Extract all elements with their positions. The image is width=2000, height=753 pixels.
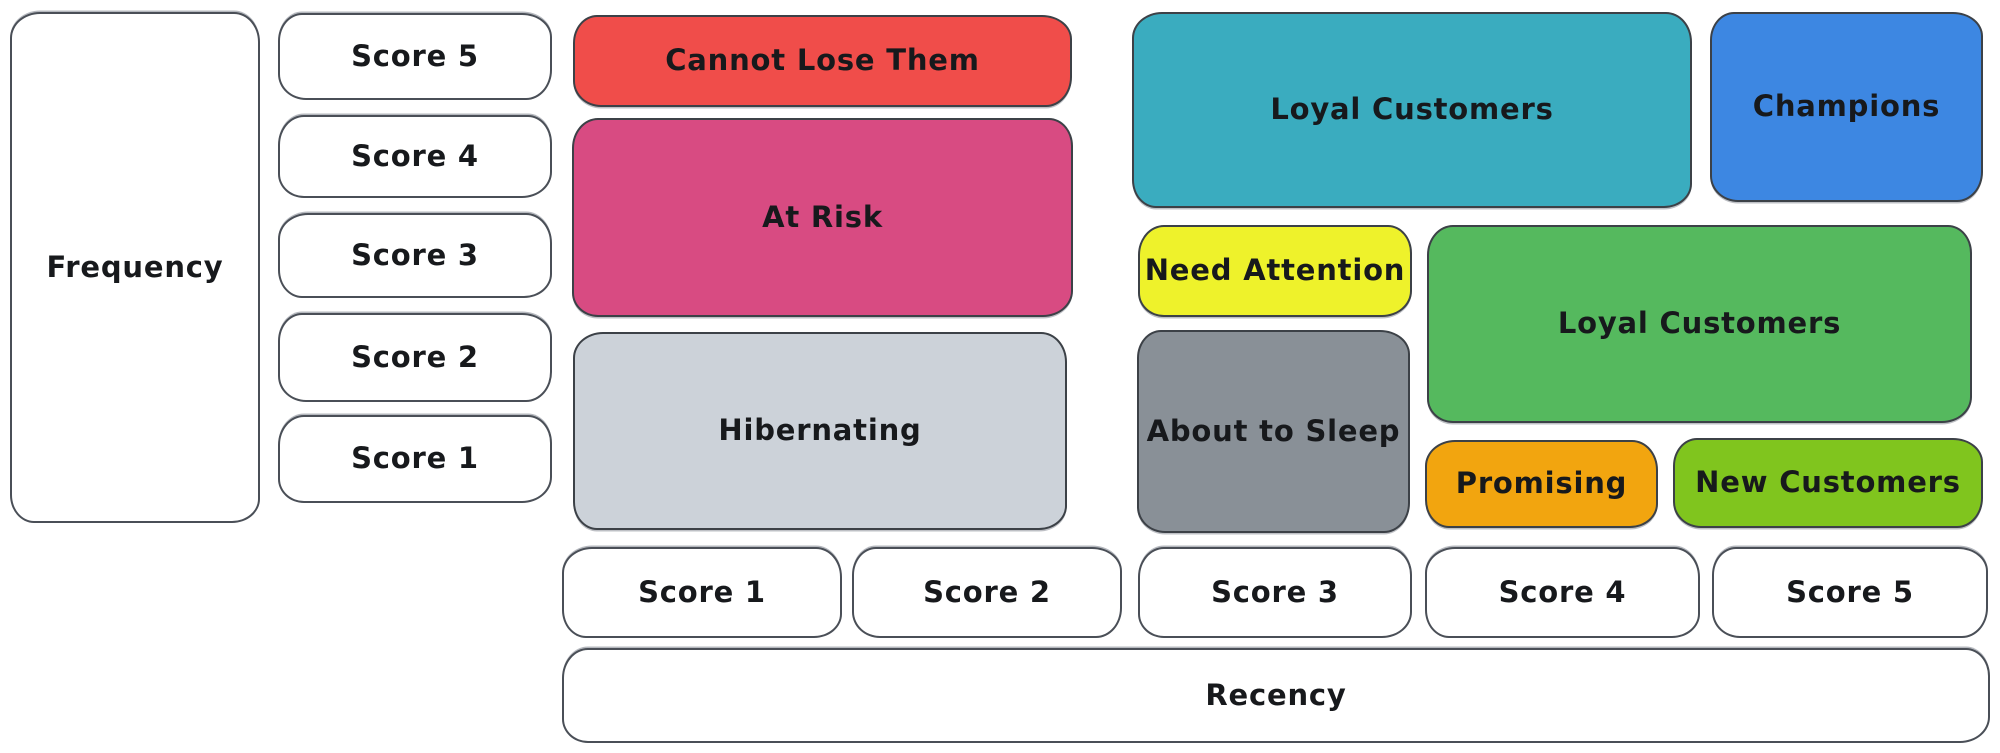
segment-hibernating: Hibernating [573,332,1067,530]
recency-score-4-label: Score 4 [1498,574,1627,609]
recency-axis-label: Recency [1205,677,1347,712]
segment-about-to-sleep: About to Sleep [1137,330,1410,533]
recency-score-3-label: Score 3 [1211,574,1339,609]
recency-score-4: Score 4 [1425,547,1700,638]
frequency-score-2-label: Score 2 [351,339,479,374]
segment-about-to-sleep-label: About to Sleep [1146,413,1401,448]
segment-champions-label: Champions [1752,89,1941,124]
recency-axis-box: Recency [562,648,1990,743]
recency-score-1-label: Score 1 [638,574,766,609]
segment-loyal-customers-top: Loyal Customers [1132,12,1692,208]
frequency-score-5: Score 5 [278,13,552,100]
frequency-axis-label: Frequency [46,249,224,284]
frequency-score-4: Score 4 [278,115,552,198]
frequency-axis-box: Frequency [10,12,260,523]
frequency-score-3: Score 3 [278,213,552,298]
segment-at-risk: At Risk [572,118,1073,317]
recency-score-5: Score 5 [1712,547,1988,638]
recency-score-2-label: Score 2 [923,574,1051,609]
frequency-score-5-label: Score 5 [351,38,479,73]
frequency-score-3-label: Score 3 [351,237,479,272]
segment-hibernating-label: Hibernating [718,413,922,448]
segment-new-customers: New Customers [1673,438,1983,528]
frequency-score-4-label: Score 4 [351,138,479,173]
recency-score-3: Score 3 [1138,547,1412,638]
segment-new-customers-label: New Customers [1695,465,1961,500]
segment-loyal-customers-mid: Loyal Customers [1427,225,1972,423]
segment-cannot-lose-them: Cannot Lose Them [573,15,1072,107]
segment-champions: Champions [1710,12,1983,202]
frequency-score-1-label: Score 1 [351,441,479,476]
recency-score-1: Score 1 [562,547,842,638]
segment-need-attention-label: Need Attention [1144,253,1406,288]
segment-loyal-customers-mid-label: Loyal Customers [1557,306,1842,341]
recency-score-2: Score 2 [852,547,1122,638]
frequency-score-2: Score 2 [278,313,552,402]
recency-score-5-label: Score 5 [1786,574,1914,609]
segment-at-risk-label: At Risk [762,199,883,234]
segment-need-attention: Need Attention [1138,225,1412,317]
segment-cannot-lose-them-label: Cannot Lose Them [665,43,980,78]
segment-promising-label: Promising [1455,466,1628,501]
segment-loyal-customers-top-label: Loyal Customers [1270,92,1554,127]
frequency-score-1: Score 1 [278,415,552,503]
segment-promising: Promising [1425,440,1658,528]
